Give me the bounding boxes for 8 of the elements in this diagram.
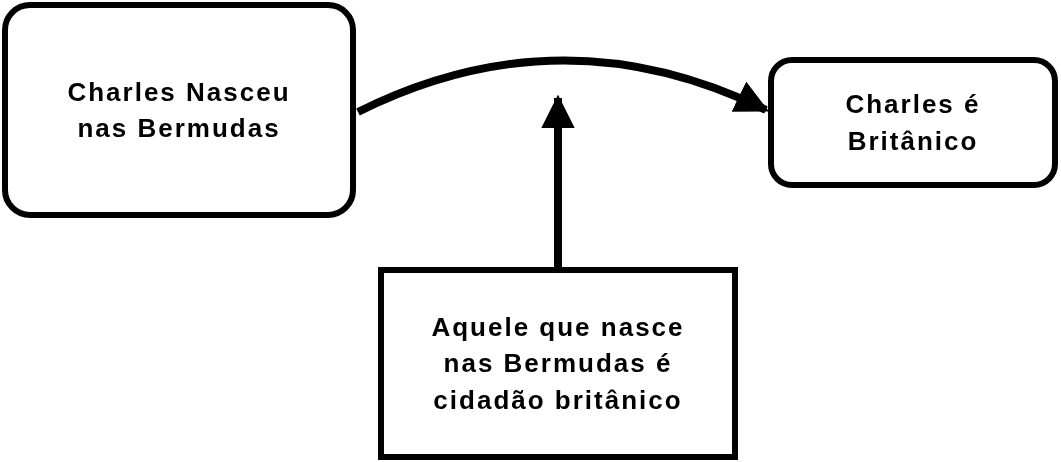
node-label: Charles Nasceu nas Bermudas	[66, 75, 292, 145]
text-box	[2, 2, 356, 218]
node-label: Aquele que nasce nas Bermudas é cidadão britânico	[430, 310, 686, 417]
arrow	[356, 56, 770, 116]
text-box	[378, 267, 738, 460]
text-box	[768, 57, 1058, 188]
node-label: Charles é Britânico	[844, 88, 982, 158]
arrow	[541, 94, 575, 267]
